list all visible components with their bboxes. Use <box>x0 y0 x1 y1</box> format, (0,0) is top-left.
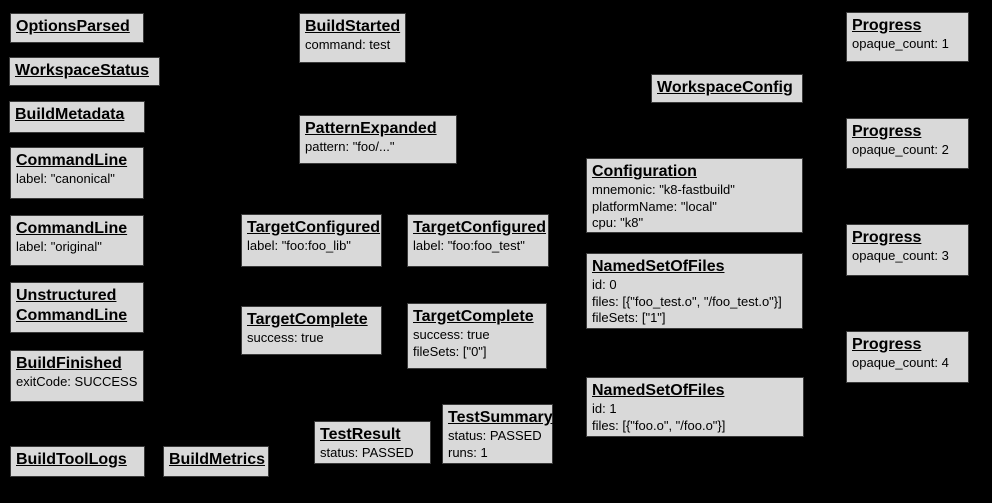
node-property: success: true <box>413 327 490 342</box>
node-property: opaque_count: 1 <box>852 36 949 51</box>
node-target-complete-lib: TargetComplete success: true <box>241 306 382 355</box>
node-property: cpu: "k8" <box>592 215 644 230</box>
node-title: BuildMetrics <box>169 451 266 468</box>
node-workspace-status: WorkspaceStatus <box>9 57 160 86</box>
node-property: id: 0 <box>592 277 617 292</box>
node-title: CommandLine <box>16 220 128 237</box>
node-progress-4: Progress opaque_count: 4 <box>846 331 969 383</box>
node-title: TargetConfigured <box>413 219 547 236</box>
node-property: files: [{"foo.o", "/foo.o"}] <box>592 417 726 433</box>
node-title: BuildFinished <box>16 355 122 372</box>
node-property: opaque_count: 4 <box>852 355 949 370</box>
node-workspace-config: WorkspaceConfig <box>651 74 803 103</box>
node-title: Configuration <box>592 163 697 180</box>
node-command-line-original: CommandLine label: "original" <box>10 215 144 266</box>
node-unstructured-command-line: Unstructured CommandLine <box>10 282 144 333</box>
node-property: runs: 1 <box>448 444 488 460</box>
node-title: TargetConfigured <box>247 219 381 236</box>
node-property: opaque_count: 3 <box>852 248 949 263</box>
node-pattern-expanded: PatternExpanded pattern: "foo/..." <box>299 115 457 164</box>
node-title: Progress <box>852 17 922 34</box>
node-property: pattern: "foo/..." <box>305 139 395 154</box>
node-title: WorkspaceStatus <box>15 62 149 79</box>
node-title: BuildMetadata <box>15 106 125 123</box>
node-build-metrics: BuildMetrics <box>163 446 269 477</box>
node-property: label: "original" <box>16 239 102 254</box>
node-title: OptionsParsed <box>16 18 130 35</box>
node-build-started: BuildStarted command: test <box>299 13 406 63</box>
node-title: Progress <box>852 229 922 246</box>
node-progress-1: Progress opaque_count: 1 <box>846 12 969 62</box>
node-title: TestSummary <box>448 409 553 426</box>
node-property: files: [{"foo_test.o", "/foo_test.o"}] <box>592 293 782 309</box>
node-property: label: "foo:foo_test" <box>413 238 525 253</box>
node-property: id: 1 <box>592 401 617 416</box>
node-title: PatternExpanded <box>305 120 437 137</box>
node-property: platformName: "local" <box>592 198 717 214</box>
node-property: fileSets: ["0"] <box>413 343 487 359</box>
node-title: BuildToolLogs <box>16 451 127 468</box>
node-title: Unstructured CommandLine <box>16 287 128 324</box>
node-title: CommandLine <box>16 152 128 169</box>
node-property: label: "foo:foo_lib" <box>247 238 351 253</box>
node-property: opaque_count: 2 <box>852 142 949 157</box>
node-title: Progress <box>852 123 922 140</box>
node-property: command: test <box>305 37 391 52</box>
node-target-configured-foo-lib: TargetConfigured label: "foo:foo_lib" <box>241 214 382 267</box>
node-property: status: PASSED <box>448 428 542 443</box>
node-options-parsed: OptionsParsed <box>10 13 144 43</box>
node-build-finished: BuildFinished exitCode: SUCCESS <box>10 350 144 402</box>
node-command-line-canonical: CommandLine label: "canonical" <box>10 147 144 199</box>
node-title: NamedSetOfFiles <box>592 382 725 399</box>
node-property: fileSets: ["1"] <box>592 310 666 325</box>
node-property: mnemonic: "k8-fastbuild" <box>592 182 735 197</box>
node-title: TestResult <box>320 426 401 443</box>
node-progress-3: Progress opaque_count: 3 <box>846 224 969 276</box>
node-title: TargetComplete <box>413 308 534 325</box>
node-property: label: "canonical" <box>16 171 115 186</box>
node-property: exitCode: SUCCESS <box>16 374 138 389</box>
node-configuration: Configuration mnemonic: "k8-fastbuild"pla… <box>586 158 803 233</box>
node-build-metadata: BuildMetadata <box>9 101 145 133</box>
node-title: TargetComplete <box>247 311 368 328</box>
node-title: NamedSetOfFiles <box>592 258 725 275</box>
node-progress-2: Progress opaque_count: 2 <box>846 118 969 169</box>
node-title: BuildStarted <box>305 18 401 35</box>
node-target-configured-foo-test: TargetConfigured label: "foo:foo_test" <box>407 214 549 267</box>
node-property: success: true <box>247 330 324 345</box>
node-build-tool-logs: BuildToolLogs <box>10 446 145 477</box>
node-title: Progress <box>852 336 922 353</box>
node-property: status: PASSED <box>320 445 414 460</box>
node-title: WorkspaceConfig <box>657 79 793 96</box>
node-test-result: TestResult status: PASSED <box>314 421 431 464</box>
